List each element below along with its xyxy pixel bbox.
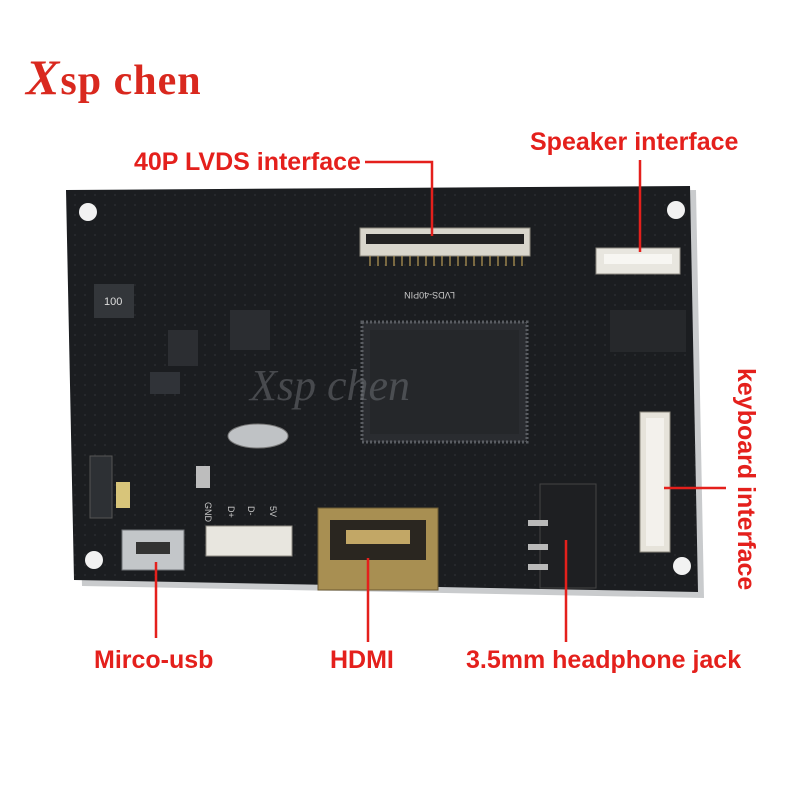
silk-dplus: D+ bbox=[226, 506, 236, 518]
component bbox=[116, 482, 130, 508]
silk-gnd: GND bbox=[203, 502, 213, 523]
ic bbox=[610, 310, 686, 352]
label-speaker: Speaker interface bbox=[530, 128, 739, 156]
label-micro-usb: Mirco-usb bbox=[94, 646, 214, 674]
ic bbox=[168, 330, 198, 366]
pin-header bbox=[89, 455, 113, 519]
headphone-jack bbox=[539, 483, 597, 589]
inductor-marking: 100 bbox=[104, 296, 122, 308]
label-lvds: 40P LVDS interface bbox=[134, 148, 361, 176]
lvds-silkscreen: LVDS-40PIN bbox=[404, 290, 455, 300]
component bbox=[196, 466, 210, 488]
logo-text: sp chen bbox=[60, 58, 202, 104]
mount-hole bbox=[79, 203, 97, 221]
mount-hole bbox=[85, 551, 103, 569]
logo-x: X bbox=[26, 49, 61, 105]
silk-5v: 5V bbox=[268, 506, 278, 517]
ic bbox=[150, 372, 180, 394]
label-keyboard: keyboard interface bbox=[732, 368, 760, 591]
mount-hole bbox=[673, 557, 691, 575]
board-watermark: Xsp chen bbox=[248, 361, 410, 410]
silk-dminus: D- bbox=[246, 506, 256, 516]
lvds-callout-line bbox=[365, 160, 434, 236]
crystal bbox=[227, 423, 289, 449]
label-hdmi: HDMI bbox=[330, 646, 394, 674]
inductor bbox=[94, 284, 134, 318]
micro-usb-port bbox=[121, 529, 185, 571]
label-headphone-jack: 3.5mm headphone jack bbox=[466, 646, 742, 674]
usb-header bbox=[205, 525, 293, 557]
brand-logo: Xsp chen bbox=[26, 48, 202, 106]
mount-hole bbox=[667, 201, 685, 219]
ic bbox=[230, 310, 270, 350]
